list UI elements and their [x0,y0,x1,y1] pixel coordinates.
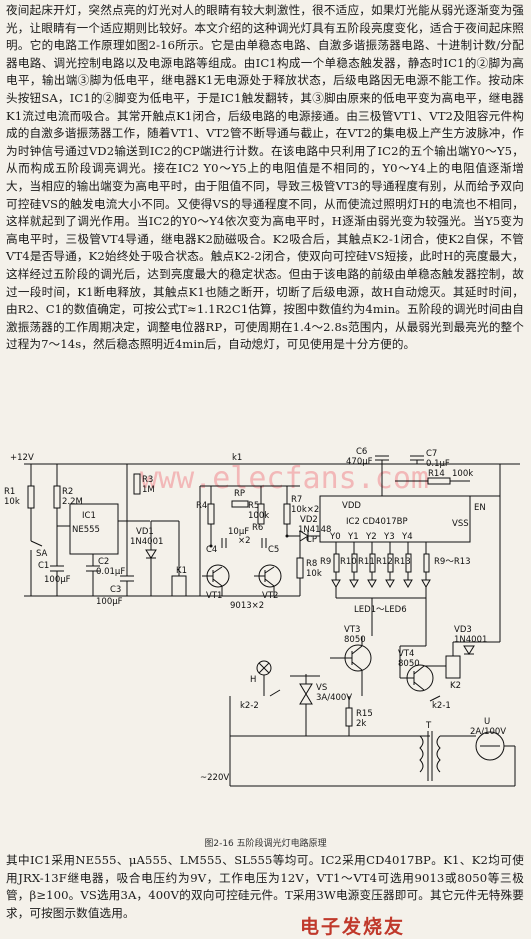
diagram-watermark-url: www.elecfans.com [140,461,429,496]
label-h: H [250,675,256,685]
label-c3: C3 [110,585,121,595]
label-vd1: VD1 [136,527,154,537]
label-r8: R8 [306,559,317,569]
label-c3-value: 100μF [96,597,123,607]
label-r2-value: 2.2M [62,497,83,507]
label-r10: R10 [340,557,357,567]
label-r2: R2 [62,487,73,497]
label-vd2: VD2 [300,515,318,525]
label-ac: ~220V [200,773,229,783]
label-led: LED1～LED6 [354,605,407,615]
label-vdd: VDD [342,501,361,511]
label-r3: R3 [142,475,153,485]
label-vt1: VT1 [206,591,222,601]
label-vt-type: 9013×2 [230,601,264,611]
label-k2-1: k2-1 [432,701,451,711]
label-fuse: U [484,717,490,727]
label-osc-cap: 10μF [228,527,249,537]
label-sa: SA [36,549,48,559]
label-r9-r13: R9～R13 [434,557,471,567]
label-osc-cap-count: ×2 [238,536,251,546]
label-c1-value: 100μF [44,575,71,585]
label-en: EN [474,503,486,513]
label-r1: R1 [4,487,15,497]
label-r11: R11 [358,557,375,567]
watermark-text: 电子发烧友 [300,916,406,938]
label-vcc: +12V [10,453,34,463]
label-fuse-value: 2A/100V [470,727,506,737]
label-r15-value: 2k [356,719,366,729]
label-r14-value: 100k [452,469,473,479]
label-ic2: IC2 CD4017BP [346,517,408,527]
label-c4: C4 [206,545,217,555]
label-vt4: VT4 [398,649,414,659]
figure-caption: 图2-16 五阶段调光灯电路原理 [204,839,327,849]
label-k1-contact: k1 [232,453,242,463]
label-vs: VS [316,683,327,693]
label-c6-value: 470μF [346,457,373,467]
label-vt3-type: 8050 [344,635,366,645]
label-c7-value: 0.1μF [426,459,450,469]
label-k1: K1 [176,566,187,576]
label-vd3: VD3 [454,625,472,635]
label-c2-value: 0.01μF [96,567,125,577]
label-ic1-type: NE555 [72,525,100,535]
label-y3: Y3 [383,532,395,542]
circuit-diagram: www.elecfans.com [4,447,520,787]
label-cp: CP [306,535,317,545]
label-vd1-type: 1N4001 [130,537,163,547]
label-r7-value: 10k×2 [291,505,319,515]
label-c7: C7 [426,449,437,459]
label-c5: C5 [268,545,279,555]
label-ic1: IC1 [82,511,96,521]
label-r7: R7 [291,495,302,505]
label-y0: Y0 [329,532,341,542]
label-r1-value: 10k [4,497,20,507]
label-y4: Y4 [401,532,413,542]
label-vs-value: 3A/400V [316,693,352,703]
label-y2: Y2 [365,532,377,542]
label-vss: VSS [452,519,469,529]
label-vt3: VT3 [344,625,360,635]
body-paragraph-1: 夜间起床开灯，突然点亮的灯光对人的眼睛有较大刺激性，很不适应，如果灯光能从弱光逐… [6,3,524,352]
label-r12: R12 [376,557,393,567]
label-r3-value: 1M [142,485,155,495]
label-r9: R9 [320,557,331,567]
label-r4: R4 [196,501,207,511]
label-r5: R5 [248,501,259,511]
label-r14: R14 [428,469,445,479]
label-r5-value: 100k [248,511,269,521]
label-r15: R15 [356,709,373,719]
label-vt4-type: 8050 [398,659,420,669]
label-vt2: VT2 [262,591,278,601]
label-r8-value: 10k [306,569,322,579]
label-vd2-type: 1N4148 [298,525,331,535]
label-r6: R6 [252,523,263,533]
label-c6: C6 [356,447,367,457]
label-vd3-type: 1N4001 [454,635,487,645]
label-y1: Y1 [347,532,359,542]
body-paragraph-2: 其中IC1采用NE555、μA555、LM555、SL555等均可。IC2采用C… [6,853,524,920]
label-rp: RP [234,489,245,499]
label-r13: R13 [394,557,411,567]
label-t: T [425,721,432,731]
label-c1: C1 [38,561,49,571]
label-c2: C2 [98,557,109,567]
label-k2: K2 [450,681,461,691]
label-k2-2: k2-2 [240,701,259,711]
